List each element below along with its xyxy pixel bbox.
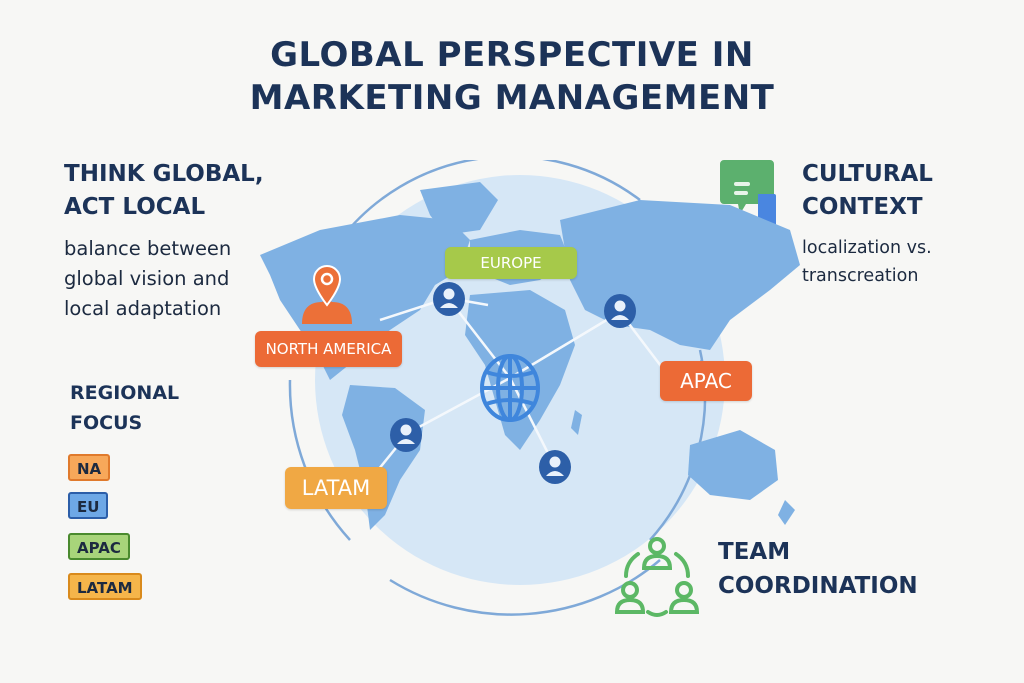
region-chip-apac: APAC: [68, 533, 130, 560]
globe-icon: [480, 354, 540, 422]
region-chip-na: NA: [68, 454, 111, 481]
cultural-context-desc-line-2: transcreation: [802, 266, 919, 286]
person-node-asia: [604, 294, 636, 328]
region-label-europe: EUROPE: [445, 247, 577, 279]
cultural-context-heading: CULTURAL CONTEXT: [802, 158, 933, 224]
think-global-description: balance between global vision and local …: [64, 234, 231, 324]
person-node-latam: [390, 418, 422, 452]
think-global-heading-line-1: THINK GLOBAL,: [64, 161, 264, 187]
think-global-desc-line-2: global vision and: [64, 267, 230, 290]
regional-focus-heading-line-1: REGIONAL: [70, 382, 180, 404]
title-line-2: MARKETING MANAGEMENT: [249, 78, 775, 118]
think-global-desc-line-1: balance between: [64, 237, 232, 260]
person-node-europe: [433, 282, 465, 316]
region-chip-eu: EU: [68, 492, 109, 519]
regional-focus-heading: REGIONAL FOCUS: [70, 378, 179, 438]
team-coordination-heading-line-2: COORDINATION: [718, 573, 918, 599]
team-coordination-heading-line-1: TEAM: [718, 539, 791, 565]
team-coordination-heading: TEAM COORDINATION: [718, 535, 918, 603]
think-global-desc-line-3: local adaptation: [64, 297, 222, 320]
region-label-latam: LATAM: [285, 467, 387, 509]
cultural-context-desc-line-1: localization vs.: [802, 238, 932, 258]
cultural-context-description: localization vs. transcreation: [802, 234, 932, 290]
title-line-1: GLOBAL PERSPECTIVE IN: [270, 35, 754, 75]
think-global-heading: THINK GLOBAL, ACT LOCAL: [64, 158, 264, 224]
cultural-context-heading-line-1: CULTURAL: [802, 161, 933, 187]
cultural-context-heading-line-2: CONTEXT: [802, 194, 923, 220]
person-node-africa: [539, 450, 571, 484]
team-network-icon: [614, 537, 700, 617]
think-global-heading-line-2: ACT LOCAL: [64, 194, 206, 220]
region-label-apac: APAC: [660, 361, 752, 401]
location-pin-icon: [302, 264, 352, 324]
region-label-north-america: NORTH AMERICA: [255, 331, 402, 367]
region-chip-latam: LATAM: [68, 573, 142, 600]
regional-focus-heading-line-2: FOCUS: [70, 412, 143, 434]
page-title: GLOBAL PERSPECTIVE IN MARKETING MANAGEME…: [0, 34, 1024, 120]
